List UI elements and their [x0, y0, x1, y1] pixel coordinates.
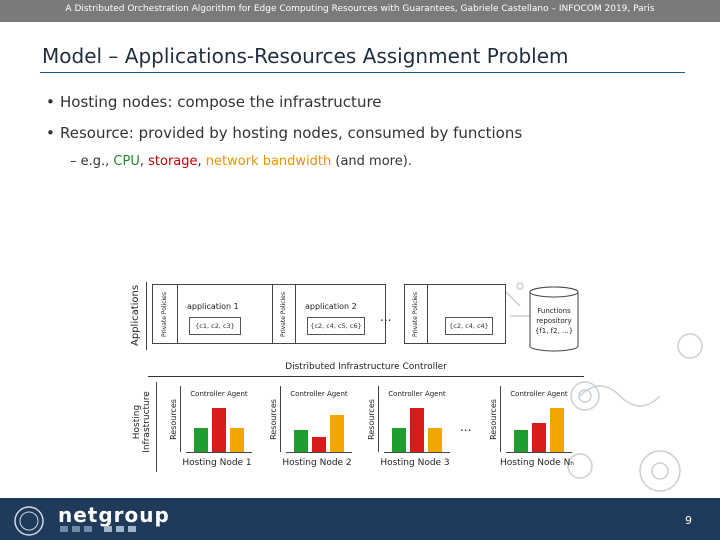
bullet-dot: •: [46, 93, 55, 111]
private-policies-panel: Private Policies: [153, 285, 178, 343]
sub-prefix: e.g.,: [80, 154, 114, 169]
application-1-box[interactable]: Private Policies application 1 {c1, c2, …: [152, 284, 276, 344]
private-policies-panel: Private Policies: [273, 285, 296, 343]
hosting-bracket: [156, 382, 157, 472]
bullet-term: Resource: [60, 124, 129, 142]
cpu-bar: [514, 430, 528, 452]
functions-repository[interactable]: [528, 286, 580, 354]
resource-bars: [384, 406, 450, 453]
controller-agent-label: Controller Agent: [388, 390, 446, 398]
function-set: {c2, c4, c5, c6}: [307, 317, 365, 335]
bw-bar: [330, 415, 344, 452]
private-policies-label: Private Policies: [161, 291, 169, 337]
application-title: application 2: [305, 302, 357, 311]
header-bar: [0, 0, 720, 22]
function-set: {c1, c2, c3}: [189, 317, 241, 335]
slide-title: Model – Applications-Resources Assignmen…: [42, 44, 569, 68]
function-set-text: {c1, c2, c3}: [195, 322, 235, 330]
bullet-rest: : compose the infrastructure: [167, 93, 382, 111]
storage-bar: [532, 423, 546, 452]
cpu-bar: [392, 428, 406, 452]
bullet-resource: • Resource: provided by hosting nodes, co…: [46, 124, 522, 142]
separator: ,: [139, 154, 149, 169]
controller-agent-label: Controller Agent: [510, 390, 568, 398]
hosting-node-label: Hosting Node 2: [282, 458, 352, 468]
storage-bar: [410, 408, 424, 452]
title-rule: [40, 72, 685, 73]
resource-bars: [186, 406, 252, 453]
cpu-bar: [294, 430, 308, 452]
university-seal-icon: [14, 506, 44, 536]
circuit-decoration: [430, 282, 703, 492]
resource-bars: [506, 406, 572, 453]
logo-squares-icon: [60, 526, 136, 532]
controller-line: [148, 376, 584, 377]
resource-bars: [286, 406, 352, 453]
repository-label: Functions repository {f1, f2, ...}: [528, 306, 580, 336]
hosting-infrastructure-label: Hosting Infrastructure: [132, 391, 152, 453]
resources-label: Resources: [268, 398, 278, 440]
controller-agent-label: Controller Agent: [190, 390, 248, 398]
function-set-text: {c2, c4, c5, c6}: [310, 322, 362, 330]
private-policies-panel: Private Policies: [405, 285, 428, 343]
separator: ,: [197, 154, 206, 169]
sub-bullet: – e.g., CPU, storage, network bandwidth …: [70, 154, 412, 169]
applications-bracket: [146, 282, 147, 350]
resources-label: Resources: [168, 398, 178, 440]
bullet-term: Hosting nodes: [60, 93, 168, 111]
resources-axis: Resources: [364, 386, 379, 452]
bw-bar: [230, 428, 244, 452]
repository-line: Functions: [537, 307, 571, 315]
resources-label: Resources: [366, 398, 376, 440]
application-2-box[interactable]: Private Policies application 2 {c2, c4, …: [272, 284, 386, 344]
hosting-node-label: Hosting Node 1: [182, 458, 252, 468]
sub-suffix: (and more).: [331, 154, 412, 169]
repository-line: {f1, f2, ...}: [534, 327, 574, 335]
cpu-term: CPU: [113, 154, 140, 169]
hosting-node-label: Hosting Node 3: [380, 458, 450, 468]
netgroup-logo: netgroup: [58, 503, 170, 527]
controller-agent-label: Controller Agent: [290, 390, 348, 398]
applications-label: Applications: [130, 284, 141, 346]
header-text: A Distributed Orchestration Algorithm fo…: [65, 4, 655, 14]
application-title: application 1: [187, 302, 239, 311]
ellipsis: ...: [460, 420, 472, 434]
bw-bar: [550, 408, 564, 452]
storage-term: storage: [148, 154, 198, 169]
hosting-node-label: Hosting Node Nₕ: [500, 458, 574, 468]
sub-dash: –: [70, 154, 77, 169]
bullet-dot: •: [46, 124, 55, 142]
private-policies-label: Private Policies: [412, 291, 420, 337]
function-set-text: {c2, c4, c4}: [449, 322, 489, 330]
storage-bar: [312, 437, 326, 452]
cpu-bar: [194, 428, 208, 452]
function-set: {c2, c4, c4}: [445, 317, 493, 335]
storage-bar: [212, 408, 226, 452]
infrastructure-controller-label: Distributed Infrastructure Controller: [285, 362, 447, 372]
page-number: 9: [685, 514, 692, 527]
resources-label: Resources: [488, 398, 498, 440]
footer-bar: [0, 498, 720, 540]
resources-axis: Resources: [266, 386, 281, 452]
bw-bar: [428, 428, 442, 452]
resources-axis: Resources: [166, 386, 181, 452]
bullet-hosting-nodes: • Hosting nodes: compose the infrastructu…: [46, 93, 382, 111]
ellipsis: ...: [380, 310, 392, 324]
bandwidth-term: network bandwidth: [205, 154, 332, 169]
private-policies-label: Private Policies: [280, 291, 288, 337]
application-n-box[interactable]: Private Policies {c2, c4, c4}: [404, 284, 506, 344]
repository-line: repository: [536, 317, 572, 325]
resources-axis: Resources: [486, 386, 501, 452]
bullet-rest: : provided by hosting nodes, consumed by…: [128, 124, 523, 142]
